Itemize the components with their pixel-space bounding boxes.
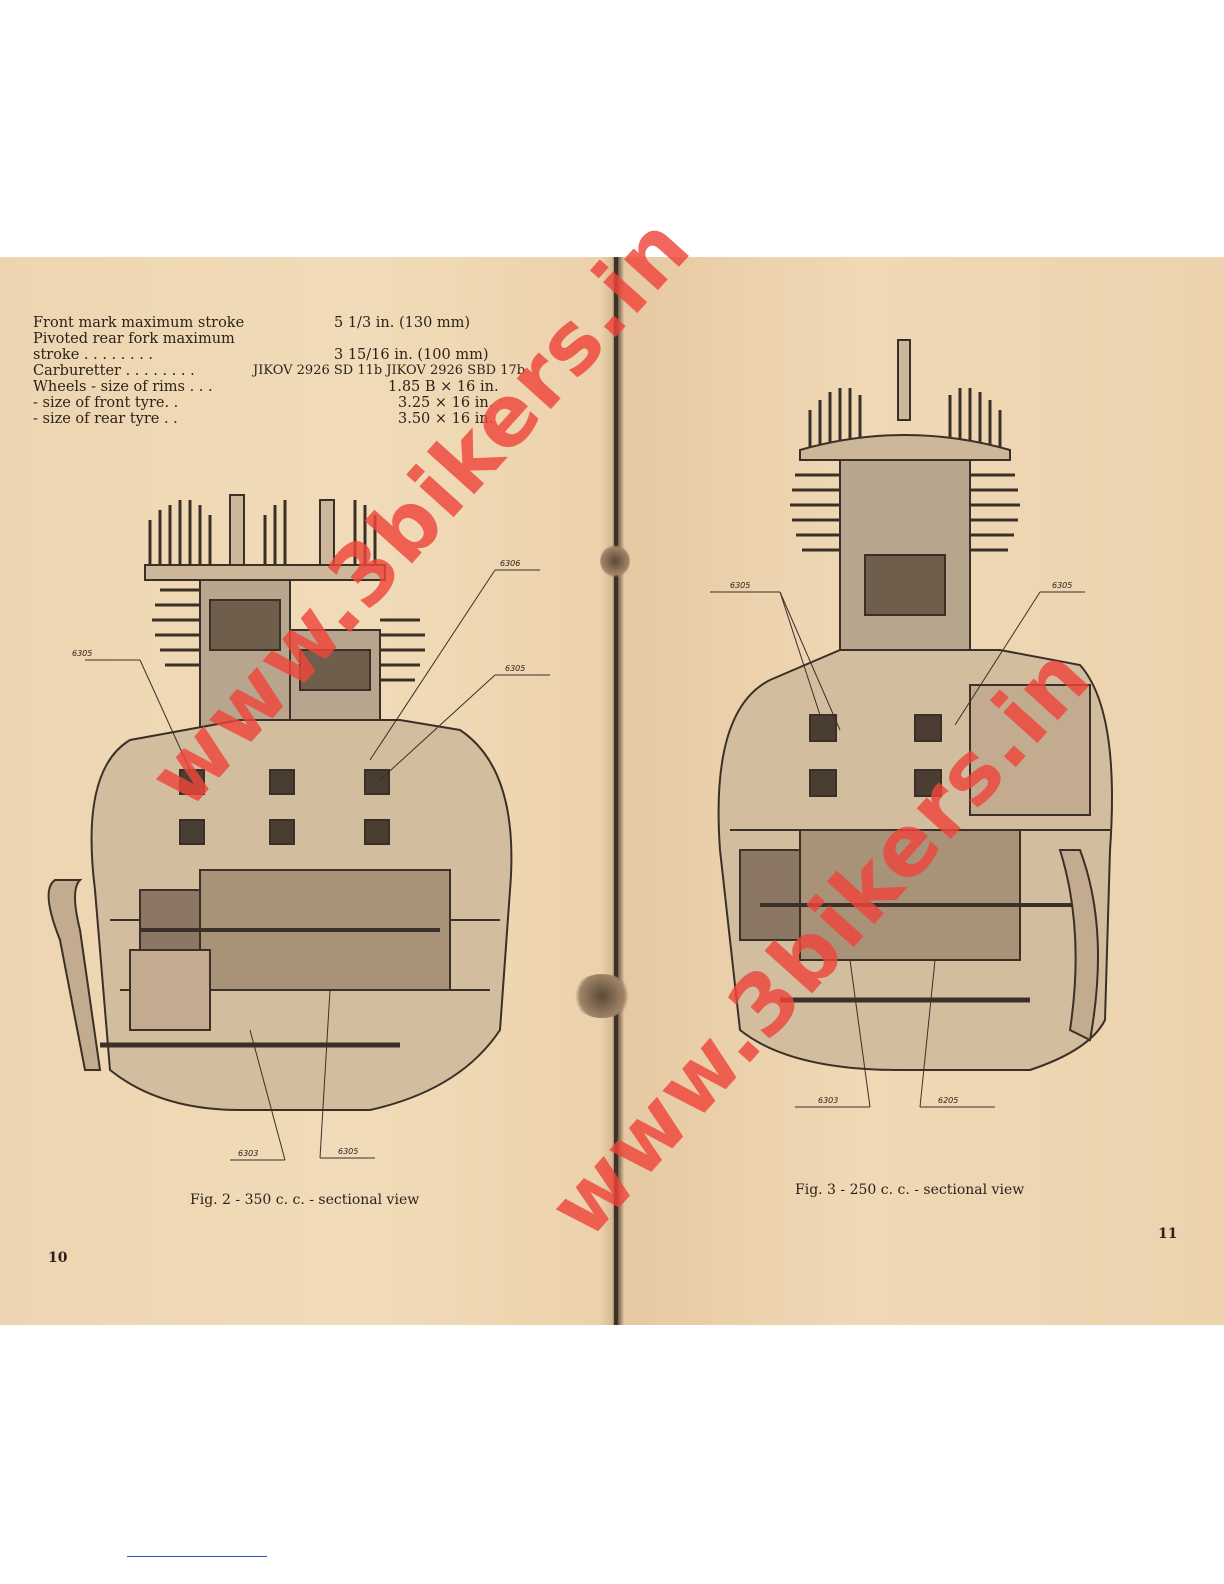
part-label: 6305 bbox=[730, 581, 750, 590]
part-label: 6205 bbox=[938, 1096, 958, 1105]
part-label: 6306 bbox=[500, 559, 520, 568]
spec-row: Carburetter . . . . . . . .JIKOV 2926 SD… bbox=[33, 363, 526, 379]
part-label: 6303 bbox=[238, 1149, 258, 1158]
engine-350cc-sectional-drawing: 6306 6305 6305 6303 6305 bbox=[47, 494, 550, 1161]
part-label: 6305 bbox=[72, 649, 92, 658]
spec-row: - size of front tyre. .3.25 × 16 in. bbox=[33, 395, 494, 411]
figure-caption: Fig. 3 - 250 c. c. - sectional view bbox=[795, 1182, 1025, 1198]
page-number: 10 bbox=[48, 1250, 68, 1266]
page-number: 11 bbox=[1158, 1226, 1178, 1242]
part-label: 6305 bbox=[338, 1147, 358, 1156]
spec-row: Wheels - size of rims . . .1.85 B × 16 i… bbox=[33, 379, 499, 395]
part-label: 6305 bbox=[1052, 581, 1072, 590]
spec-row: Pivoted rear fork maximum bbox=[33, 331, 235, 347]
link-underline bbox=[127, 1556, 267, 1557]
binding-stitch bbox=[572, 974, 632, 1018]
part-label: 6303 bbox=[818, 1096, 838, 1105]
book-gutter bbox=[614, 257, 618, 1325]
spec-row: - size of rear tyre . .3.50 × 16 in. bbox=[33, 411, 494, 427]
binding-stitch bbox=[600, 544, 630, 578]
part-label: 6305 bbox=[505, 664, 525, 673]
figure-caption: Fig. 2 - 350 c. c. - sectional view bbox=[190, 1192, 420, 1208]
spec-row: stroke . . . . . . . .3 15/16 in. (100 m… bbox=[33, 347, 489, 363]
engine-250cc-sectional-drawing: 6305 6305 6303 6205 bbox=[710, 339, 1113, 1108]
